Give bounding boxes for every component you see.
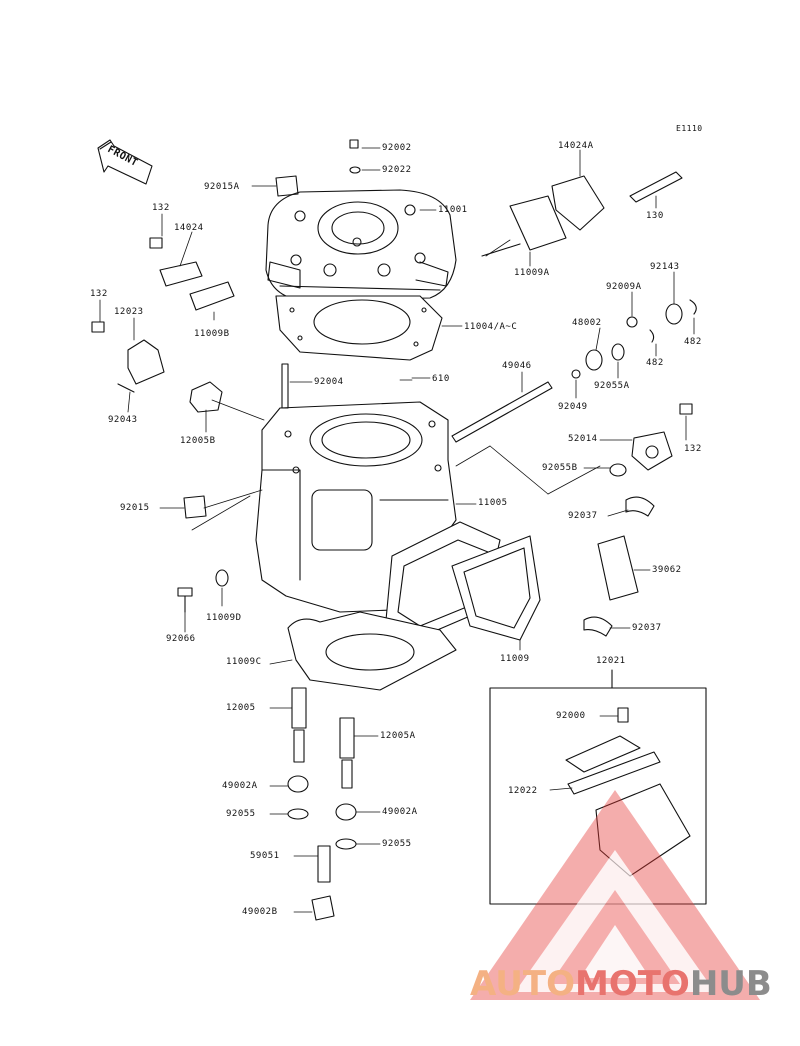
part-label: 92004 [314,377,344,387]
part-label: 12005A [380,731,416,741]
part-label: 92015 [120,503,150,513]
oring-92055-b [335,838,357,850]
cylinder-head [265,189,457,301]
valve-12005A [339,717,355,759]
bolt-92066 [177,587,193,597]
bolt-132-b [91,321,105,333]
cover-14024A [551,175,605,231]
part-label: 92037 [632,623,662,633]
part-label: 11004/A~C [464,322,518,332]
part-label: 132 [152,203,170,213]
base-gasket [287,611,457,691]
part-label: 92015A [204,182,240,192]
part-label: 92049 [558,402,588,412]
part-label: 130 [646,211,664,221]
diagram-code: E1110 [676,124,703,133]
part-label: 92055A [594,381,630,391]
part-label: 11009 [500,654,530,664]
seal-49002A-b [335,803,357,821]
part-label: 49002B [242,907,278,917]
part-label: 12021 [596,656,626,666]
part-label: 12022 [508,786,538,796]
part-label: 12005B [180,436,216,446]
washer-92022 [349,166,361,174]
part-label: 14024A [558,141,594,151]
stud-92004 [281,363,289,409]
clamp-92037-b [583,616,613,637]
clamp-92037-a [625,496,655,517]
part-label: 92022 [382,165,412,175]
part-label: 11001 [438,205,468,215]
bolt-92000 [617,707,629,723]
part-label: 92055 [382,839,412,849]
watermark-logo: AUTOMOTOHUB [470,964,800,1004]
watermark-part: HUB [689,964,772,1004]
watermark-part: AUTO [470,964,575,1004]
part-label: 49046 [502,361,532,371]
gasket-11009A [509,195,567,251]
part-92143 [665,303,683,325]
oring-92055B [609,463,627,477]
part-label: 11009A [514,268,550,278]
part-label: 11005 [478,498,508,508]
part-label: 12023 [114,307,144,317]
bolt-132-c [679,403,693,415]
watermark-triangle [470,790,760,1000]
front-arrow-icon [97,139,153,185]
part-48002 [585,349,603,371]
part-label: 49002A [382,807,418,817]
part-label: 92143 [650,262,680,272]
part-label: 482 [646,358,664,368]
part-label: 132 [90,289,108,299]
part-label: 92066 [166,634,196,644]
seal-49002B [311,895,335,921]
bracket-12023 [127,339,165,385]
bolt-92002 [349,139,359,149]
seal-49002A-a [287,775,309,793]
oring-92055A [611,343,625,361]
part-label: 92000 [556,711,586,721]
part-label: 92037 [568,511,598,521]
washer-11009D [215,569,229,587]
part-label: 59051 [250,851,280,861]
part-label: 11009B [194,329,230,339]
rod-49046 [451,381,553,443]
part-label: 39062 [652,565,682,575]
head-gasket [275,295,443,361]
part-label: 11009D [206,613,242,623]
part-label: 132 [684,444,702,454]
cap-92015 [183,495,207,519]
cap-92015A [275,175,299,197]
oring-92055-a [287,808,309,820]
part-label: 48002 [572,318,602,328]
part-label: 92055 [226,809,256,819]
part-label: 92043 [108,415,138,425]
part-label: 11009C [226,657,262,667]
bolt-132-a [149,237,163,249]
reed-12022 [565,735,641,773]
bolt-130 [629,171,683,203]
watermark-part: MOTO [574,964,690,1004]
part-label: 92055B [542,463,578,473]
hose-39062 [597,535,639,601]
valve-12005B [189,381,223,413]
flange-52014 [631,431,673,471]
part-label: 12005 [226,703,256,713]
part-92049 [571,369,581,379]
gasket-11009B [189,281,235,311]
part-label: 610 [432,374,450,384]
part-label: 14024 [174,223,204,233]
valve-12005 [291,687,307,729]
gear-59051 [317,845,331,883]
part-label: 482 [684,337,702,347]
part-label: 92002 [382,143,412,153]
gasket-14024 [159,261,203,287]
part-92009A [626,316,638,328]
part-label: 92009A [606,282,642,292]
part-label: 52014 [568,434,598,444]
part-label: 49002A [222,781,258,791]
exhaust-gaskets [385,521,541,641]
